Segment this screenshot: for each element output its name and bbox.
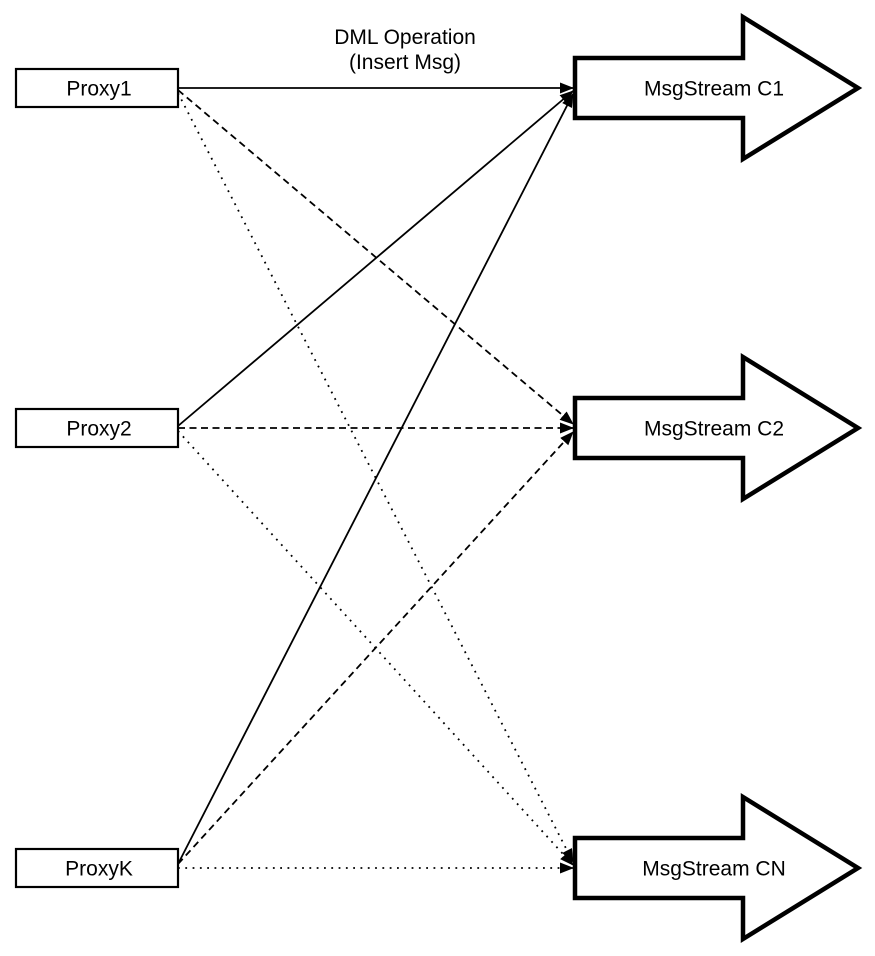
title-line2: (Insert Msg) bbox=[349, 51, 461, 74]
node-proxy1: Proxy1 bbox=[14, 67, 180, 109]
msgstream-c2-arrow-shape bbox=[572, 352, 863, 504]
proxy2-label: Proxy2 bbox=[66, 418, 131, 441]
edge-proxy1-msgstream-c2 bbox=[177, 89, 574, 425]
title-annotation: DML Operation (Insert Msg) bbox=[334, 26, 476, 74]
msgstream-c1-label: MsgStream C1 bbox=[644, 78, 784, 101]
edge-proxy2-msgstream-c1 bbox=[177, 90, 574, 427]
node-proxy2: Proxy2 bbox=[14, 407, 180, 449]
proxy1-box bbox=[14, 67, 180, 109]
node-msgstream-cn: MsgStream CN bbox=[572, 792, 863, 944]
edge-proxyk-msgstream-c1 bbox=[177, 93, 574, 865]
node-msgstream-c2: MsgStream C2 bbox=[572, 352, 863, 504]
edges bbox=[177, 82, 574, 874]
node-proxyk: ProxyK bbox=[14, 847, 180, 889]
title-line1: DML Operation bbox=[334, 26, 476, 49]
proxy1-label: Proxy1 bbox=[66, 78, 131, 101]
msgstream-c2-label: MsgStream C2 bbox=[644, 418, 784, 441]
proxy2-box bbox=[14, 407, 180, 449]
node-msgstream-c1: MsgStream C1 bbox=[572, 12, 863, 164]
msgstream-cn-arrow-shape bbox=[572, 792, 863, 944]
proxyk-box bbox=[14, 847, 180, 889]
msgstream-c1-arrow-shape bbox=[572, 12, 863, 164]
edge-proxy2-msgstream-cn bbox=[177, 430, 574, 866]
msgstream-cn-label: MsgStream CN bbox=[642, 858, 786, 881]
edge-proxy1-msgstream-cn bbox=[177, 92, 574, 863]
proxyk-label: ProxyK bbox=[65, 858, 133, 881]
